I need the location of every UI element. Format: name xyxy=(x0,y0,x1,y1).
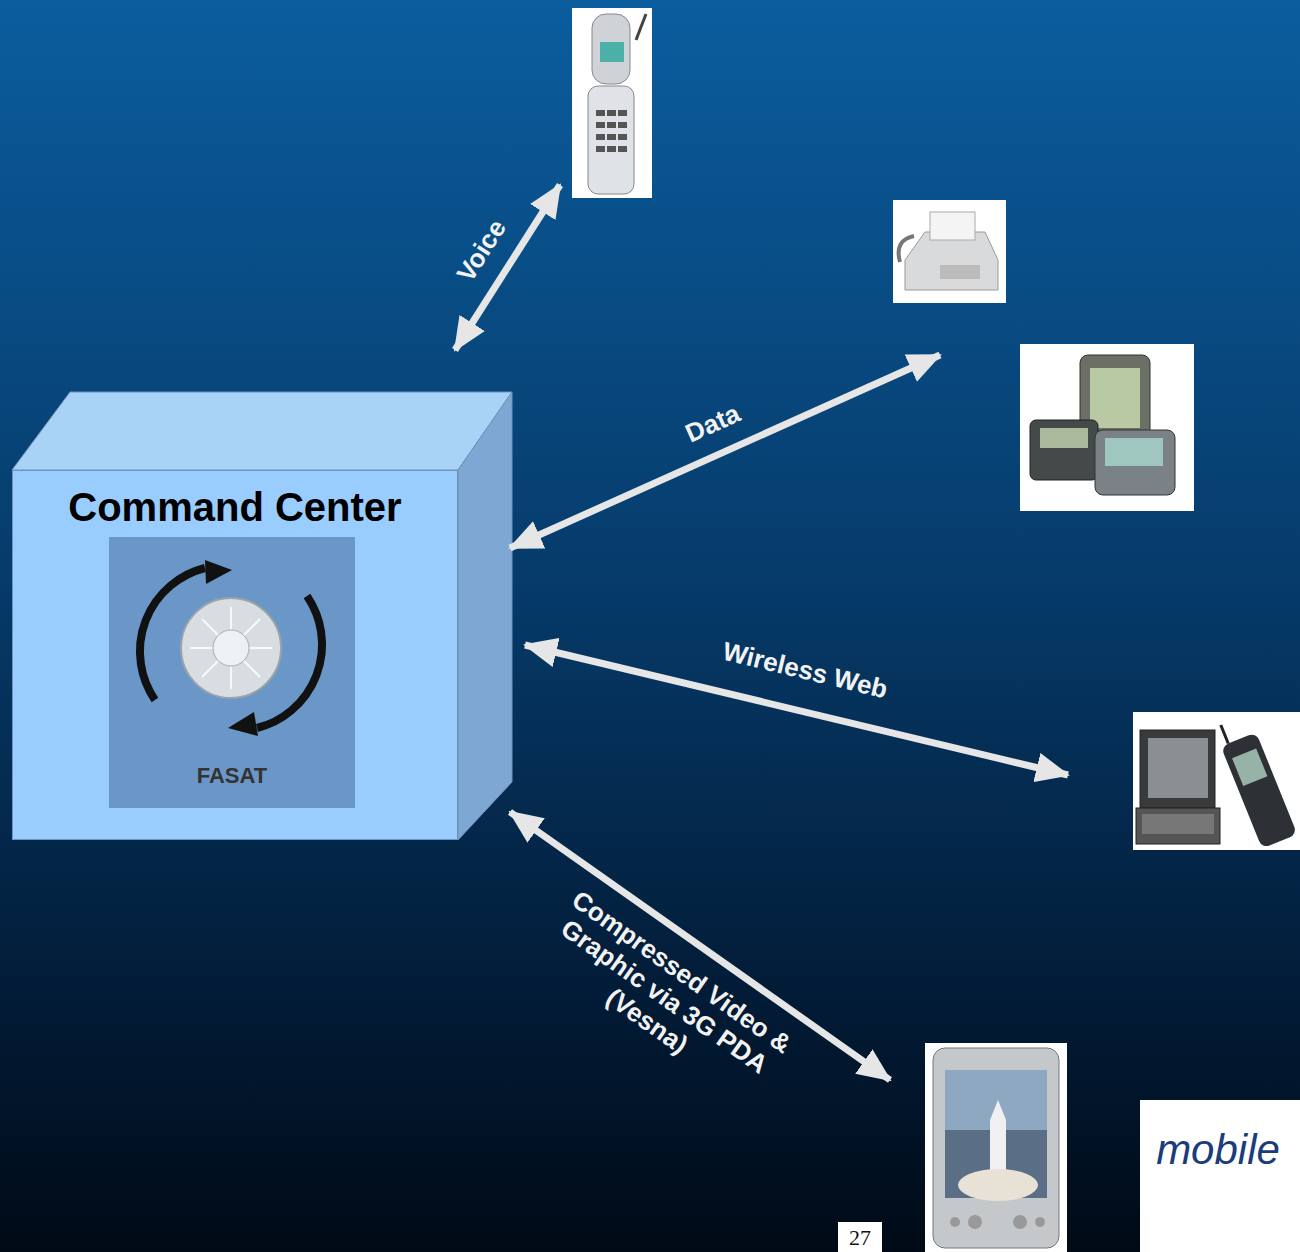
logo-background xyxy=(1140,1100,1300,1252)
edge-label: Data xyxy=(681,399,745,449)
laptop-phone-picture xyxy=(1133,712,1300,850)
box-side-face xyxy=(458,392,512,840)
command-center-box: Command CenterFASAT xyxy=(12,470,458,840)
fax-picture xyxy=(893,200,1006,303)
page-number-patch xyxy=(838,1222,882,1252)
arrows xyxy=(455,185,1068,1080)
fasat-logo-box: FASAT xyxy=(109,537,355,808)
data-arrow xyxy=(510,355,940,548)
box-top-face xyxy=(12,392,512,470)
cell-phone-picture xyxy=(572,8,652,198)
node-text: FASAT xyxy=(109,763,355,789)
pda-pager-picture xyxy=(1020,344,1194,511)
pocket-pc-picture xyxy=(925,1043,1067,1252)
node-text: Command Center xyxy=(13,485,457,530)
page-number: 27 xyxy=(849,1225,871,1251)
logo-text: mobile xyxy=(1156,1126,1280,1174)
